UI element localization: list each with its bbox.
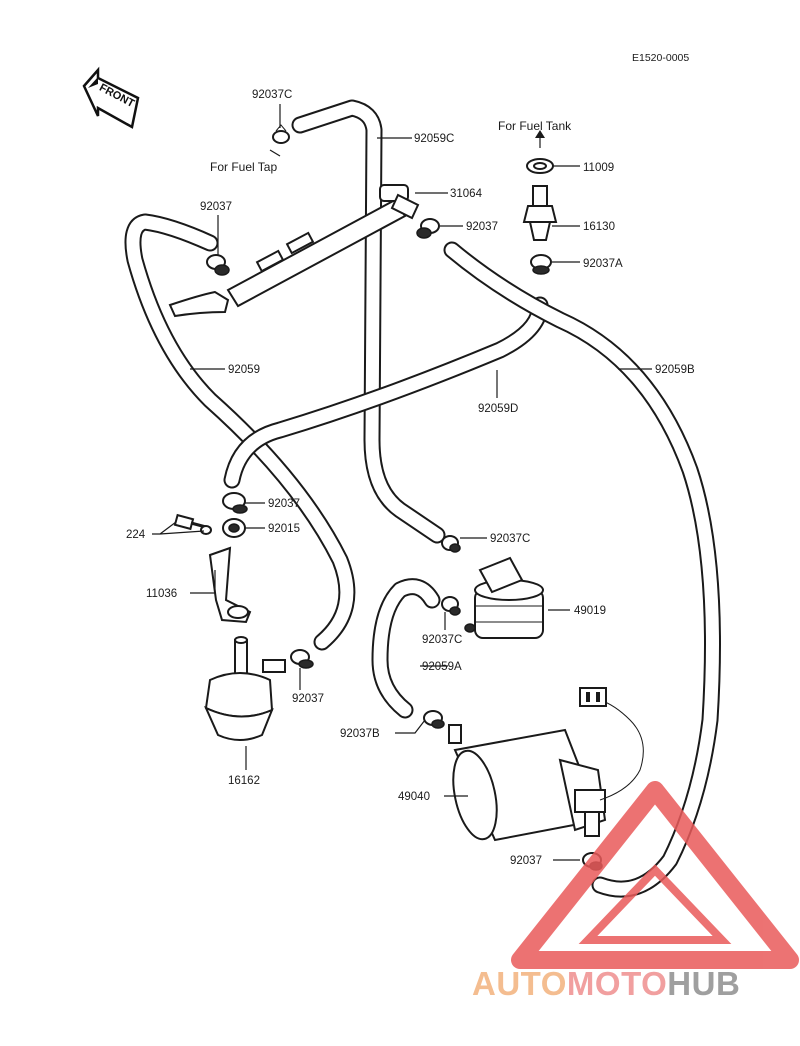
front-arrow-icon: FRONT: [82, 66, 140, 129]
clamp-92037-mid-icon: [416, 218, 440, 239]
clamp-92037-left-icon: [206, 254, 230, 276]
label-92037c-top: 92037C: [252, 89, 292, 101]
label-11009: 11009: [583, 162, 614, 174]
clamp-92037c-mid-icon: [441, 535, 461, 553]
clamp-92037-reg-icon: [290, 649, 314, 669]
watermark-part-moto: MOTO: [567, 965, 667, 1002]
clamp-92037a-icon: [530, 254, 552, 275]
gasket-11009-icon: [526, 158, 554, 174]
label-92037-mid: 92037: [466, 221, 498, 233]
label-92037-reg: 92037: [292, 693, 324, 705]
watermark-part-auto: AUTO: [472, 965, 567, 1002]
automotohub-watermark: AUTOMOTOHUB: [472, 781, 799, 1002]
label-92037-left: 92037: [200, 201, 232, 213]
note-fuel-tap: For Fuel Tap: [210, 160, 277, 174]
label-92059b: 92059B: [655, 364, 695, 376]
label-11036: 11036: [146, 588, 177, 600]
label-92059d: 92059D: [478, 403, 518, 415]
part-labels: For Fuel Tank For Fuel Tap 92037C 92059C…: [126, 89, 695, 867]
label-92059c: 92059C: [414, 133, 454, 145]
pressure-regulator-16162-icon: [203, 636, 286, 741]
label-92015: 92015: [268, 523, 300, 535]
fitting-92015-icon: [222, 518, 246, 538]
label-92037-pump: 92037: [510, 855, 542, 867]
watermark-part-hub: HUB: [667, 965, 740, 1002]
watermark-brand: AUTOMOTOHUB: [472, 965, 740, 1002]
label-49040: 49040: [398, 791, 430, 803]
label-92059: 92059: [228, 364, 260, 376]
clamp-92037-center-icon: [222, 492, 248, 514]
label-92037b: 92037B: [340, 728, 380, 740]
clamp-92037c-top-icon: [272, 124, 290, 144]
note-fuel-tank: For Fuel Tank: [498, 119, 572, 133]
bolt-224-icon: [173, 513, 212, 535]
fuel-pump-49040-icon: [448, 687, 644, 842]
watermark-triangle-icon: [511, 781, 799, 969]
label-224: 224: [126, 529, 146, 541]
label-49019: 49019: [574, 605, 606, 617]
bracket-11036-icon: [208, 546, 252, 624]
label-92037-clamp: 92037: [268, 498, 300, 510]
label-92037a: 92037A: [583, 258, 623, 270]
label-31064: 31064: [450, 188, 483, 200]
fuel-hoses: [124, 99, 721, 898]
diagram-code: E1520-0005: [632, 52, 689, 64]
leader-lines: [152, 104, 652, 861]
fuel-filter-49019-icon: [464, 556, 544, 639]
fuel-rail-joint: [168, 184, 420, 318]
clamp-92037b-icon: [423, 710, 445, 729]
label-92037c-low: 92037C: [422, 634, 462, 646]
label-16130: 16130: [583, 221, 615, 233]
label-92059a: 92059A: [422, 661, 462, 673]
fitting-16130-icon: [522, 130, 558, 241]
label-92037c-mid: 92037C: [490, 533, 530, 545]
clamp-92037c-low-icon: [441, 596, 461, 616]
label-16162: 16162: [228, 775, 260, 787]
